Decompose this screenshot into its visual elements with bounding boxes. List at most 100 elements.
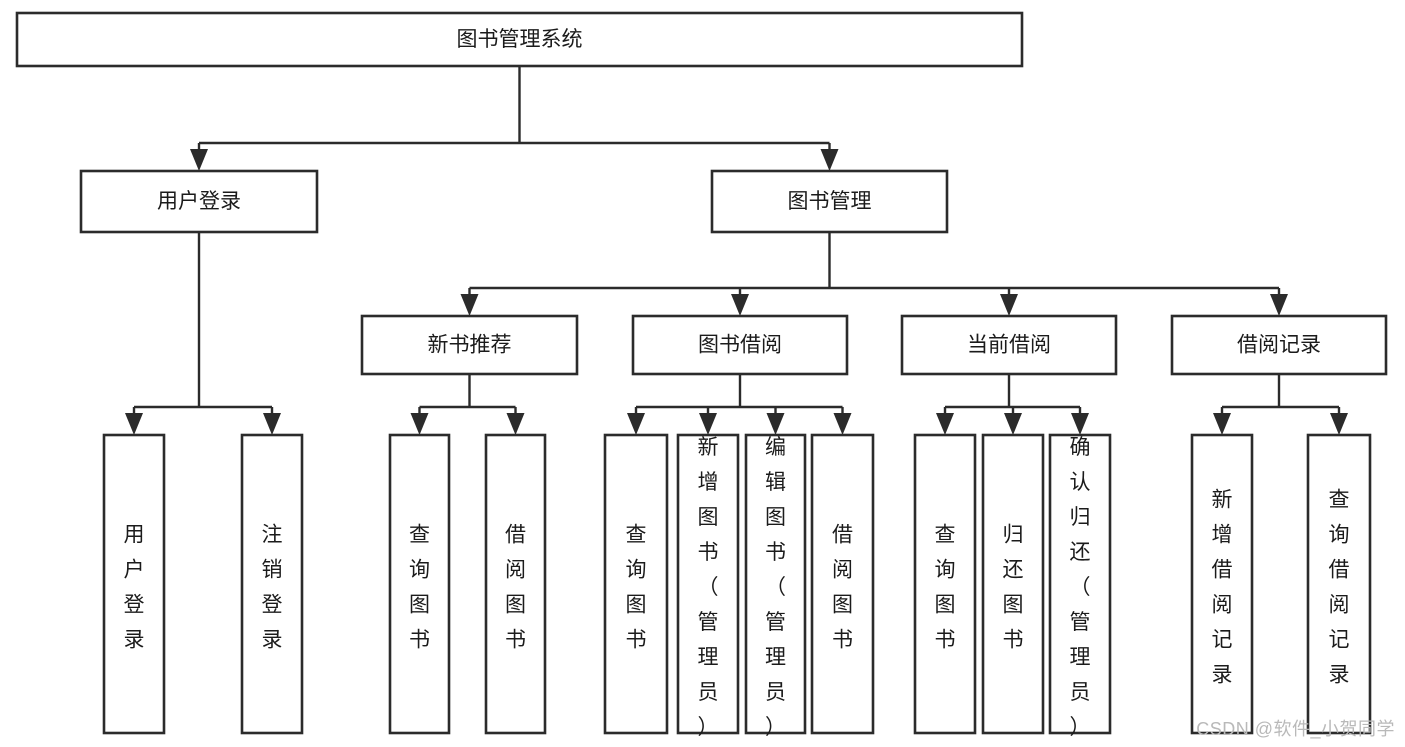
node-label-char: 图 (1003, 593, 1024, 616)
node-label-char: 录 (1212, 663, 1233, 686)
node-label-char: 书 (832, 628, 853, 651)
node-label-char: 书 (698, 541, 719, 564)
node-label-char: 阅 (505, 558, 526, 581)
arrow-head-icon (627, 413, 645, 435)
arrow-head-icon (506, 413, 525, 435)
node-label-char: 查 (626, 523, 647, 546)
node-label-char: 理 (1070, 646, 1091, 669)
node-label-char: 新 (1212, 488, 1233, 511)
node-box-borrow-record (1170, 314, 1388, 376)
node-label-char: 登 (262, 593, 283, 616)
arrow-head-icon (410, 413, 429, 435)
node-label-char: 借 (505, 523, 526, 546)
node-label-user-login: 用户登录 (157, 190, 241, 213)
node-label-char: ） (698, 716, 719, 739)
node-label-char: 书 (409, 628, 430, 651)
connectors-layer (125, 66, 1348, 435)
node-leaf-query-book-2[interactable]: 查询图书查询图书 (594, 433, 678, 735)
node-leaf-add-record[interactable]: 新增借阅记录新增借阅记录 (1159, 433, 1285, 735)
arrow-head-icon (833, 413, 852, 435)
node-label-char: 用 (124, 523, 145, 546)
arrow-head-icon (699, 413, 717, 435)
node-leaf-logout[interactable]: 注销登录注销登录 (230, 433, 314, 735)
node-box-root (15, 11, 1024, 68)
node-label-current-borrow: 当前借阅 (967, 334, 1051, 357)
node-leaf-borrow-book-2[interactable]: 借阅图书借阅图书 (801, 433, 885, 735)
node-label-char: 查 (935, 523, 956, 546)
node-root[interactable]: 图书管理系统 (15, 11, 1024, 68)
node-label-char: 录 (1329, 663, 1350, 686)
node-user-login[interactable]: 用户登录 (79, 169, 319, 234)
node-label-char: 理 (765, 646, 786, 669)
node-new-book-rec[interactable]: 新书推荐 (360, 314, 579, 376)
node-box-book-manage (710, 169, 949, 234)
edge-group-borrow-record (1213, 374, 1348, 435)
arrow-head-icon (190, 149, 208, 171)
arrow-head-icon (460, 294, 479, 316)
arrow-head-icon (1330, 413, 1348, 435)
arrow-head-icon (731, 294, 749, 316)
node-box-user-login (79, 169, 319, 234)
arrow-head-icon (820, 149, 839, 171)
node-label-char: 借 (832, 523, 853, 546)
node-leaf-return-book[interactable]: 归还图书归还图书 (971, 433, 1055, 735)
node-leaf-query-book-1[interactable]: 查询图书查询图书 (378, 433, 462, 735)
node-box-leaf-borrow-book-1 (484, 433, 547, 735)
node-label-char: （ (765, 576, 786, 599)
node-book-manage[interactable]: 图书管理 (710, 169, 949, 234)
node-label-char: （ (698, 576, 719, 599)
edge-group-root (190, 66, 839, 171)
node-label-char: 增 (698, 471, 719, 494)
node-label-char: 还 (1070, 541, 1091, 564)
edge-group-new-book-rec (410, 374, 525, 435)
node-label-char: 图 (505, 593, 526, 616)
node-label-char: 记 (1212, 628, 1233, 651)
node-book-borrow[interactable]: 图书借阅 (631, 314, 849, 376)
node-label-char: 询 (626, 558, 647, 581)
arrow-head-icon (125, 413, 143, 435)
node-label-char: 图 (626, 593, 647, 616)
node-label-char: 员 (698, 681, 719, 704)
node-label-char: 书 (765, 541, 786, 564)
arrow-head-icon (936, 413, 954, 435)
node-label-char: 图 (409, 593, 430, 616)
node-label-char: 借 (1329, 558, 1350, 581)
node-box-new-book-rec (360, 314, 579, 376)
node-leaf-query-record[interactable]: 查询借阅记录查询借阅记录 (1276, 433, 1402, 735)
node-label-char: 询 (1329, 523, 1350, 546)
node-label-char: 员 (765, 681, 786, 704)
node-box-leaf-add-book (676, 433, 740, 735)
nodes-layer: 图书管理系统用户登录图书管理新书推荐图书借阅当前借阅借阅记录用户登录用户登录注销… (15, 11, 1402, 739)
node-label-char: 阅 (1329, 593, 1350, 616)
node-label-char: ） (765, 716, 786, 739)
node-label-char: 查 (409, 523, 430, 546)
node-label-char: 归 (1070, 506, 1091, 529)
edge-group-user-login (125, 232, 281, 435)
node-leaf-borrow-book-1[interactable]: 借阅图书借阅图书 (474, 433, 558, 735)
node-borrow-record[interactable]: 借阅记录 (1170, 314, 1388, 376)
node-current-borrow[interactable]: 当前借阅 (900, 314, 1118, 376)
node-label-char: 归 (1003, 523, 1024, 546)
node-label-char: 认 (1070, 471, 1091, 494)
node-label-char: 辑 (765, 471, 786, 494)
edge-group-current-borrow (936, 374, 1089, 435)
node-label-char: 书 (935, 628, 956, 651)
node-box-leaf-query-book-1 (388, 433, 451, 735)
node-label-char: 书 (505, 628, 526, 651)
node-label-char: 新 (698, 436, 719, 459)
arrow-head-icon (766, 413, 785, 435)
node-label-char: ） (1070, 716, 1091, 739)
arrow-head-icon (1213, 413, 1231, 435)
node-leaf-query-book-3[interactable]: 查询图书查询图书 (903, 433, 987, 735)
node-leaf-user-login[interactable]: 用户登录用户登录 (92, 433, 176, 735)
node-box-leaf-query-record (1306, 433, 1372, 735)
node-label-char: （ (1070, 576, 1091, 599)
node-label-char: 还 (1003, 558, 1024, 581)
node-label-char: 理 (698, 646, 719, 669)
node-label-char: 阅 (1212, 593, 1233, 616)
node-label-char: 询 (409, 558, 430, 581)
node-label-char: 登 (124, 593, 145, 616)
